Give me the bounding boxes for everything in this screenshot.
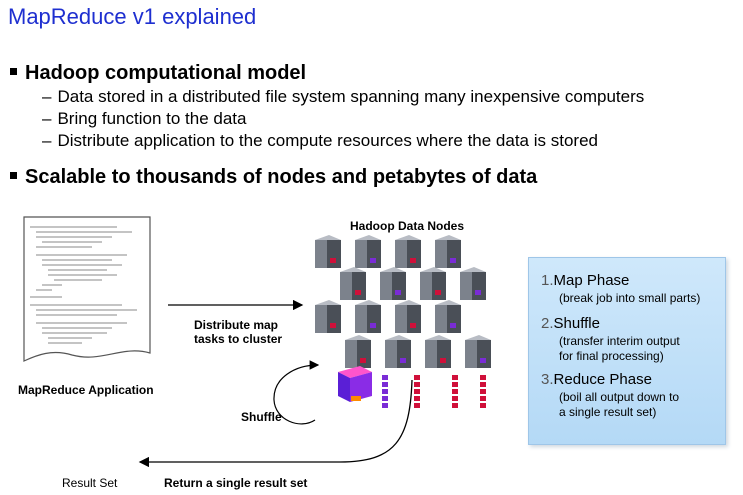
reducer-cube-icon — [338, 366, 372, 402]
server-grid — [315, 235, 491, 408]
sub-bullet-text: Data stored in a distributed file system… — [57, 87, 645, 106]
bullet-heading: Hadoop computational model — [25, 62, 307, 84]
distribute-label-line2: tasks to cluster — [194, 332, 283, 346]
data-block — [452, 382, 458, 387]
data-block — [414, 403, 420, 408]
data-block — [414, 375, 420, 380]
server-icon — [420, 267, 446, 300]
data-block — [382, 396, 388, 401]
data-block — [480, 382, 486, 387]
server-icon — [355, 235, 381, 268]
bullet-square-icon — [10, 68, 17, 75]
server-icon — [395, 300, 421, 333]
phases-panel: 1.Map Phase (break job into small parts)… — [528, 257, 726, 445]
server-icon — [355, 300, 381, 333]
sub-bullet: –Bring function to the data — [42, 109, 247, 129]
data-block — [452, 389, 458, 394]
phase-reduce-desc-line2: a single result set) — [559, 405, 657, 419]
data-block — [382, 375, 388, 380]
phase-reduce-title: 3.Reduce Phase — [541, 371, 652, 388]
server-icon — [435, 235, 461, 268]
bullet-hadoop-model: Hadoop computational model — [10, 62, 306, 85]
data-block — [414, 382, 420, 387]
data-block — [414, 389, 420, 394]
data-block — [480, 403, 486, 408]
server-icon — [345, 335, 371, 368]
server-icon — [380, 267, 406, 300]
sub-bullet-text: Bring function to the data — [57, 109, 247, 128]
phase-map-title: 1.Map Phase — [541, 272, 630, 289]
bullet-square-icon — [10, 172, 17, 179]
data-block — [480, 396, 486, 401]
sub-bullet-text: Distribute application to the compute re… — [57, 131, 598, 150]
data-block — [414, 396, 420, 401]
data-block — [480, 389, 486, 394]
dash-glyph: – — [42, 87, 52, 106]
dash-glyph: – — [42, 131, 52, 150]
data-block — [480, 375, 486, 380]
return-label: Return a single result set — [164, 476, 308, 490]
bullet-heading: Scalable to thousands of nodes and petab… — [25, 166, 538, 188]
sub-bullet: –Data stored in a distributed file syste… — [42, 87, 644, 107]
document-icon — [23, 216, 151, 362]
server-icon — [460, 267, 486, 300]
phase-map-desc: (break job into small parts) — [559, 291, 701, 305]
data-block — [452, 375, 458, 380]
phase-reduce-desc-line1: (boil all output down to — [559, 390, 680, 404]
application-label: MapReduce Application — [18, 383, 154, 397]
shuffle-label: Shuffle — [241, 410, 282, 424]
dash-glyph: – — [42, 109, 52, 128]
data-block — [452, 403, 458, 408]
server-icon — [315, 235, 341, 268]
server-icon — [385, 335, 411, 368]
server-icon — [435, 300, 461, 333]
slide-title: MapReduce v1 explained — [8, 4, 257, 29]
distribute-label-line1: Distribute map — [194, 318, 279, 332]
phase-shuffle-desc-line1: (transfer interim output — [559, 334, 680, 348]
server-icon — [425, 335, 451, 368]
sub-bullet: –Distribute application to the compute r… — [42, 131, 598, 151]
data-block — [382, 389, 388, 394]
data-block — [382, 382, 388, 387]
server-icon — [395, 235, 421, 268]
nodes-title: Hadoop Data Nodes — [350, 219, 465, 233]
data-block — [382, 403, 388, 408]
server-icon — [465, 335, 491, 368]
return-arrow — [138, 379, 413, 468]
phase-shuffle-title: 2.Shuffle — [541, 315, 600, 332]
server-icon — [340, 267, 366, 300]
data-block — [452, 396, 458, 401]
server-icon — [315, 300, 341, 333]
result-set-label: Result Set — [62, 476, 118, 490]
shuffle-loop-arrow — [273, 360, 320, 425]
phase-shuffle-desc-line2: for final processing) — [559, 349, 664, 363]
bullet-scalable: Scalable to thousands of nodes and petab… — [10, 166, 537, 189]
